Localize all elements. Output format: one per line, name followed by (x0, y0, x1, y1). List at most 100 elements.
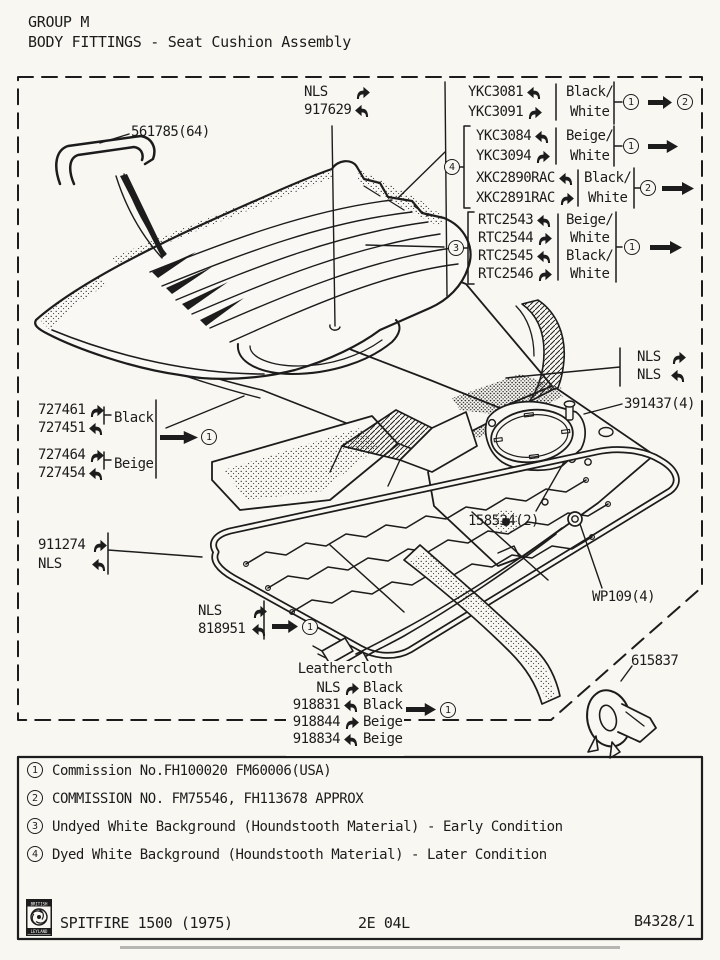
legend-item: Commission No.FH100020 FM60006(USA) (52, 763, 332, 779)
part-row: RTC2545 (478, 248, 553, 264)
part-number: NLS (38, 556, 62, 572)
circled-number: 4 (444, 159, 460, 175)
circled-number: 2 (677, 94, 693, 110)
color-label: Beige (363, 731, 403, 747)
part-row: XKC2891RAC (476, 190, 575, 206)
part-row: 918834 Beige (286, 731, 407, 747)
circled-number: 2 (27, 790, 43, 806)
part-row: NLS (637, 349, 687, 365)
british-leyland-logo: BRITISH LEYLAND (26, 899, 52, 936)
part-number: 911274 (38, 537, 86, 553)
material-title: Leathercloth (297, 661, 393, 677)
part-number: NLS (316, 680, 340, 696)
circled-number: 1 (302, 619, 318, 635)
part-number: 918834 (292, 731, 341, 747)
part-row: YKC3081 (468, 84, 543, 100)
page-header: GROUP M BODY FITTINGS - Seat Cushion Ass… (28, 12, 351, 52)
circled-number: 4 (27, 846, 43, 862)
flow-arrow-icon (272, 620, 298, 633)
bent-arrow-left-icon (355, 104, 369, 117)
flow-arrow-icon (406, 703, 436, 716)
bent-arrow-right-icon (253, 605, 267, 618)
legend-item: Undyed White Background (Houndstooth Mat… (52, 819, 563, 835)
part-label-pan-screws: 158534(2) (468, 513, 539, 529)
bent-arrow-left-icon (252, 623, 266, 636)
bent-arrow-left-icon (344, 733, 358, 746)
part-row: 727461 (38, 402, 105, 418)
part-number: NLS (637, 349, 661, 365)
part-number: RTC2546 (478, 266, 534, 282)
part-number: 727451 (38, 420, 86, 436)
part-label-clip-top: 561785(64) (131, 124, 210, 140)
part-row: RTC2546 (478, 266, 553, 282)
svg-text:BRITISH: BRITISH (31, 901, 48, 906)
bent-arrow-left-icon (671, 369, 685, 382)
bent-arrow-left-icon (527, 86, 541, 99)
color-label: Beige (363, 714, 403, 730)
bent-arrow-right-icon (560, 192, 574, 205)
part-number: 918831 (292, 697, 341, 713)
part-number: 917629 (304, 102, 352, 118)
part-number: YKC3081 (468, 84, 524, 100)
part-number: NLS (637, 367, 661, 383)
part-row: 918844 Beige (286, 714, 407, 730)
bent-arrow-right-icon (93, 539, 107, 552)
part-number: NLS (304, 84, 328, 100)
bent-arrow-right-icon (537, 150, 551, 163)
color-label: Black (114, 410, 154, 426)
group-title: GROUP M (28, 13, 90, 31)
color-label: Black/ (566, 84, 614, 100)
color-label: Black (363, 680, 403, 696)
flow-arrow-icon (648, 96, 672, 109)
part-number: XKC2890RAC (476, 170, 555, 186)
flow-arrow-icon (650, 241, 682, 254)
part-row: YKC3091 (468, 104, 543, 120)
part-number: 727461 (38, 402, 86, 418)
part-row: 918831 Black (286, 697, 407, 713)
part-number: RTC2545 (478, 248, 534, 264)
part-row: NLS (637, 367, 687, 383)
part-row: 727451 (38, 420, 105, 436)
part-row: 727454 (38, 465, 105, 481)
leathercloth-block: Leathercloth NLS Black 918831 Black 9188… (286, 661, 404, 756)
part-row: XKC2890RAC (476, 170, 575, 186)
part-number: 727454 (38, 465, 86, 481)
part-row: 917629 (304, 102, 371, 118)
bent-arrow-right-icon (539, 268, 553, 281)
color-label: White (570, 148, 610, 164)
page-reference: B4328/1 (634, 912, 695, 930)
circled-number: 3 (27, 818, 43, 834)
part-row: RTC2544 (478, 230, 553, 246)
bent-arrow-left-icon (537, 214, 551, 227)
svg-text:LEYLAND: LEYLAND (31, 929, 48, 934)
circled-number: 1 (201, 429, 217, 445)
part-row: NLS (198, 603, 268, 619)
color-label: White (570, 230, 610, 246)
color-label: Black (363, 697, 403, 713)
part-number: 918844 (292, 714, 341, 730)
legend-item: COMMISSION NO. FM75546, FH113678 APPROX (52, 791, 364, 807)
part-row: NLS (304, 84, 371, 100)
part-number: YKC3094 (476, 148, 532, 164)
part-number: RTC2544 (478, 230, 534, 246)
part-row: 727464 (38, 447, 105, 463)
bent-arrow-right-icon (91, 449, 105, 462)
part-number: 727464 (38, 447, 86, 463)
circled-number: 1 (440, 702, 456, 718)
part-number: YKC3091 (468, 104, 524, 120)
part-number: 818951 (198, 621, 246, 637)
part-number: RTC2543 (478, 212, 534, 228)
bent-arrow-right-icon (539, 232, 553, 245)
part-label-plate-screws: 391437(4) (624, 396, 695, 412)
bent-arrow-left-icon (89, 422, 103, 435)
bent-arrow-left-icon (89, 467, 103, 480)
color-label: Beige/ (566, 212, 614, 228)
bent-arrow-left-icon (344, 699, 358, 712)
plate-code: 2E 04L (358, 914, 410, 932)
color-label: White (570, 266, 610, 282)
bent-arrow-right-icon (91, 404, 105, 417)
circled-number: 3 (448, 240, 464, 256)
legend-item: Dyed White Background (Houndstooth Mater… (52, 847, 547, 863)
